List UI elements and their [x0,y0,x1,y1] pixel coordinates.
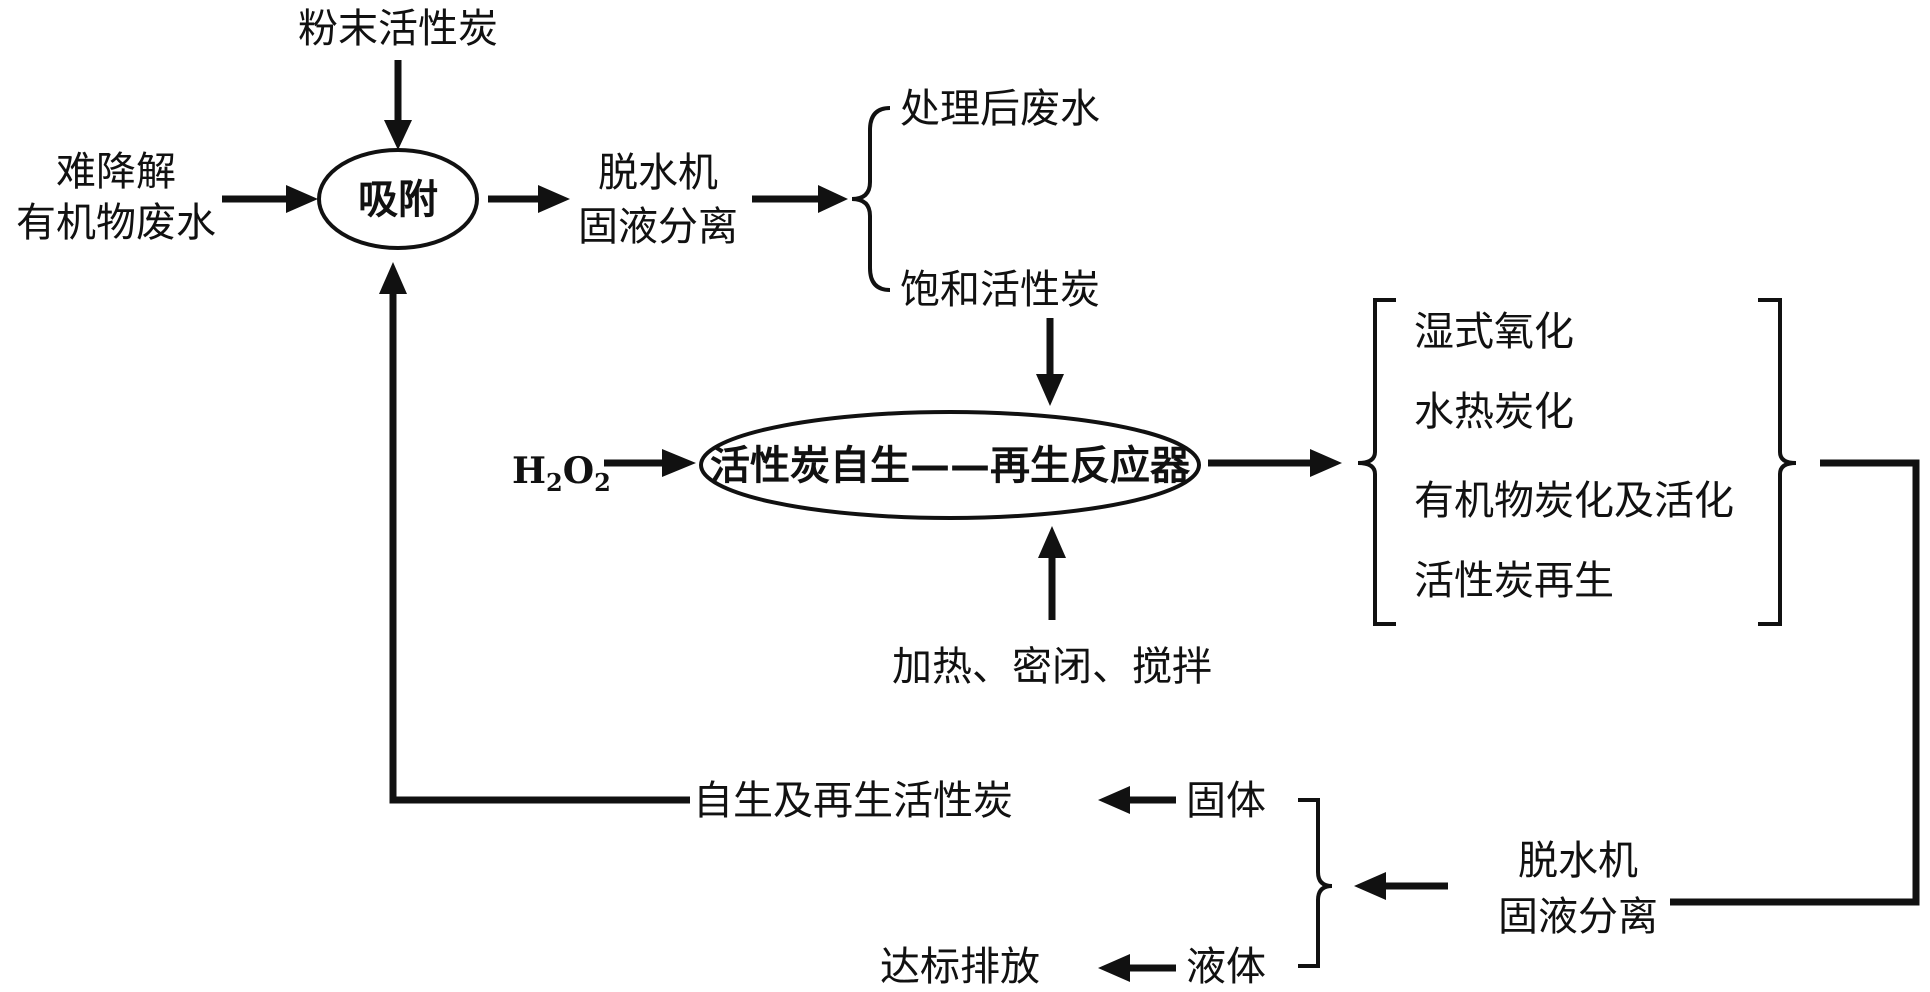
arrowhead-conditions-to-reactor [1038,526,1066,558]
recycle-line-to-adsorption [389,292,690,804]
arrowhead-reactor-to-processes [1310,449,1342,477]
conditions-label: 加热、密闭、搅拌 [892,644,1212,690]
discharge-label: 达标排放 [880,944,1040,990]
process-item-4: 活性炭再生 [1414,558,1614,604]
split-brace-1 [851,106,891,292]
regenerated-carbon-label: 自生及再生活性炭 [693,778,1013,824]
process-bracket-left [1357,298,1396,626]
treated-water-label: 处理后废水 [900,86,1100,132]
arrowhead-adsorption-to-dewater1 [538,185,570,213]
dewater1-label-line2: 固液分离 [578,204,738,250]
dewater2-label-line2: 固液分离 [1498,894,1658,940]
arrowhead-recycle-to-adsorption [379,262,407,294]
reactor-label: 活性炭自生——再生反应器 [710,443,1191,489]
arrowhead-powder-to-adsorption [384,120,412,150]
process-bracket-right [1758,298,1797,626]
saturated-carbon-label: 饱和活性炭 [900,267,1100,313]
reactor-node [699,410,1201,520]
wastewater-label-line2: 有机物废水 [16,200,216,246]
arrowhead-dewater2-to-split [1354,872,1386,900]
h2o2-label: H2O2 [512,450,611,497]
split-brace-2 [1298,798,1333,968]
arrowhead-h2o2-to-reactor [662,449,696,477]
process-item-1: 湿式氧化 [1414,309,1574,355]
powder-carbon-label: 粉末活性炭 [298,6,498,52]
process-item-3: 有机物炭化及活化 [1414,478,1734,524]
adsorption-node [317,148,479,250]
arrowhead-solid-to-regenerated [1098,786,1130,814]
wastewater-label-line1: 难降解 [56,149,176,195]
connector-processes-to-dewater2 [1670,459,1920,906]
dewater1-label-line1: 脱水机 [598,150,718,196]
arrowhead-dewater1-to-split [818,185,848,213]
process-item-2: 水热炭化 [1414,389,1574,435]
arrowhead-saturated-to-reactor [1036,374,1064,406]
solid-label: 固体 [1186,778,1266,824]
arrowhead-liquid-to-discharge [1098,954,1130,982]
arrowhead-wastewater-to-adsorption [286,185,318,213]
adsorption-label: 吸附 [358,177,438,223]
liquid-label: 液体 [1186,944,1266,990]
dewater2-label-line1: 脱水机 [1518,838,1638,884]
